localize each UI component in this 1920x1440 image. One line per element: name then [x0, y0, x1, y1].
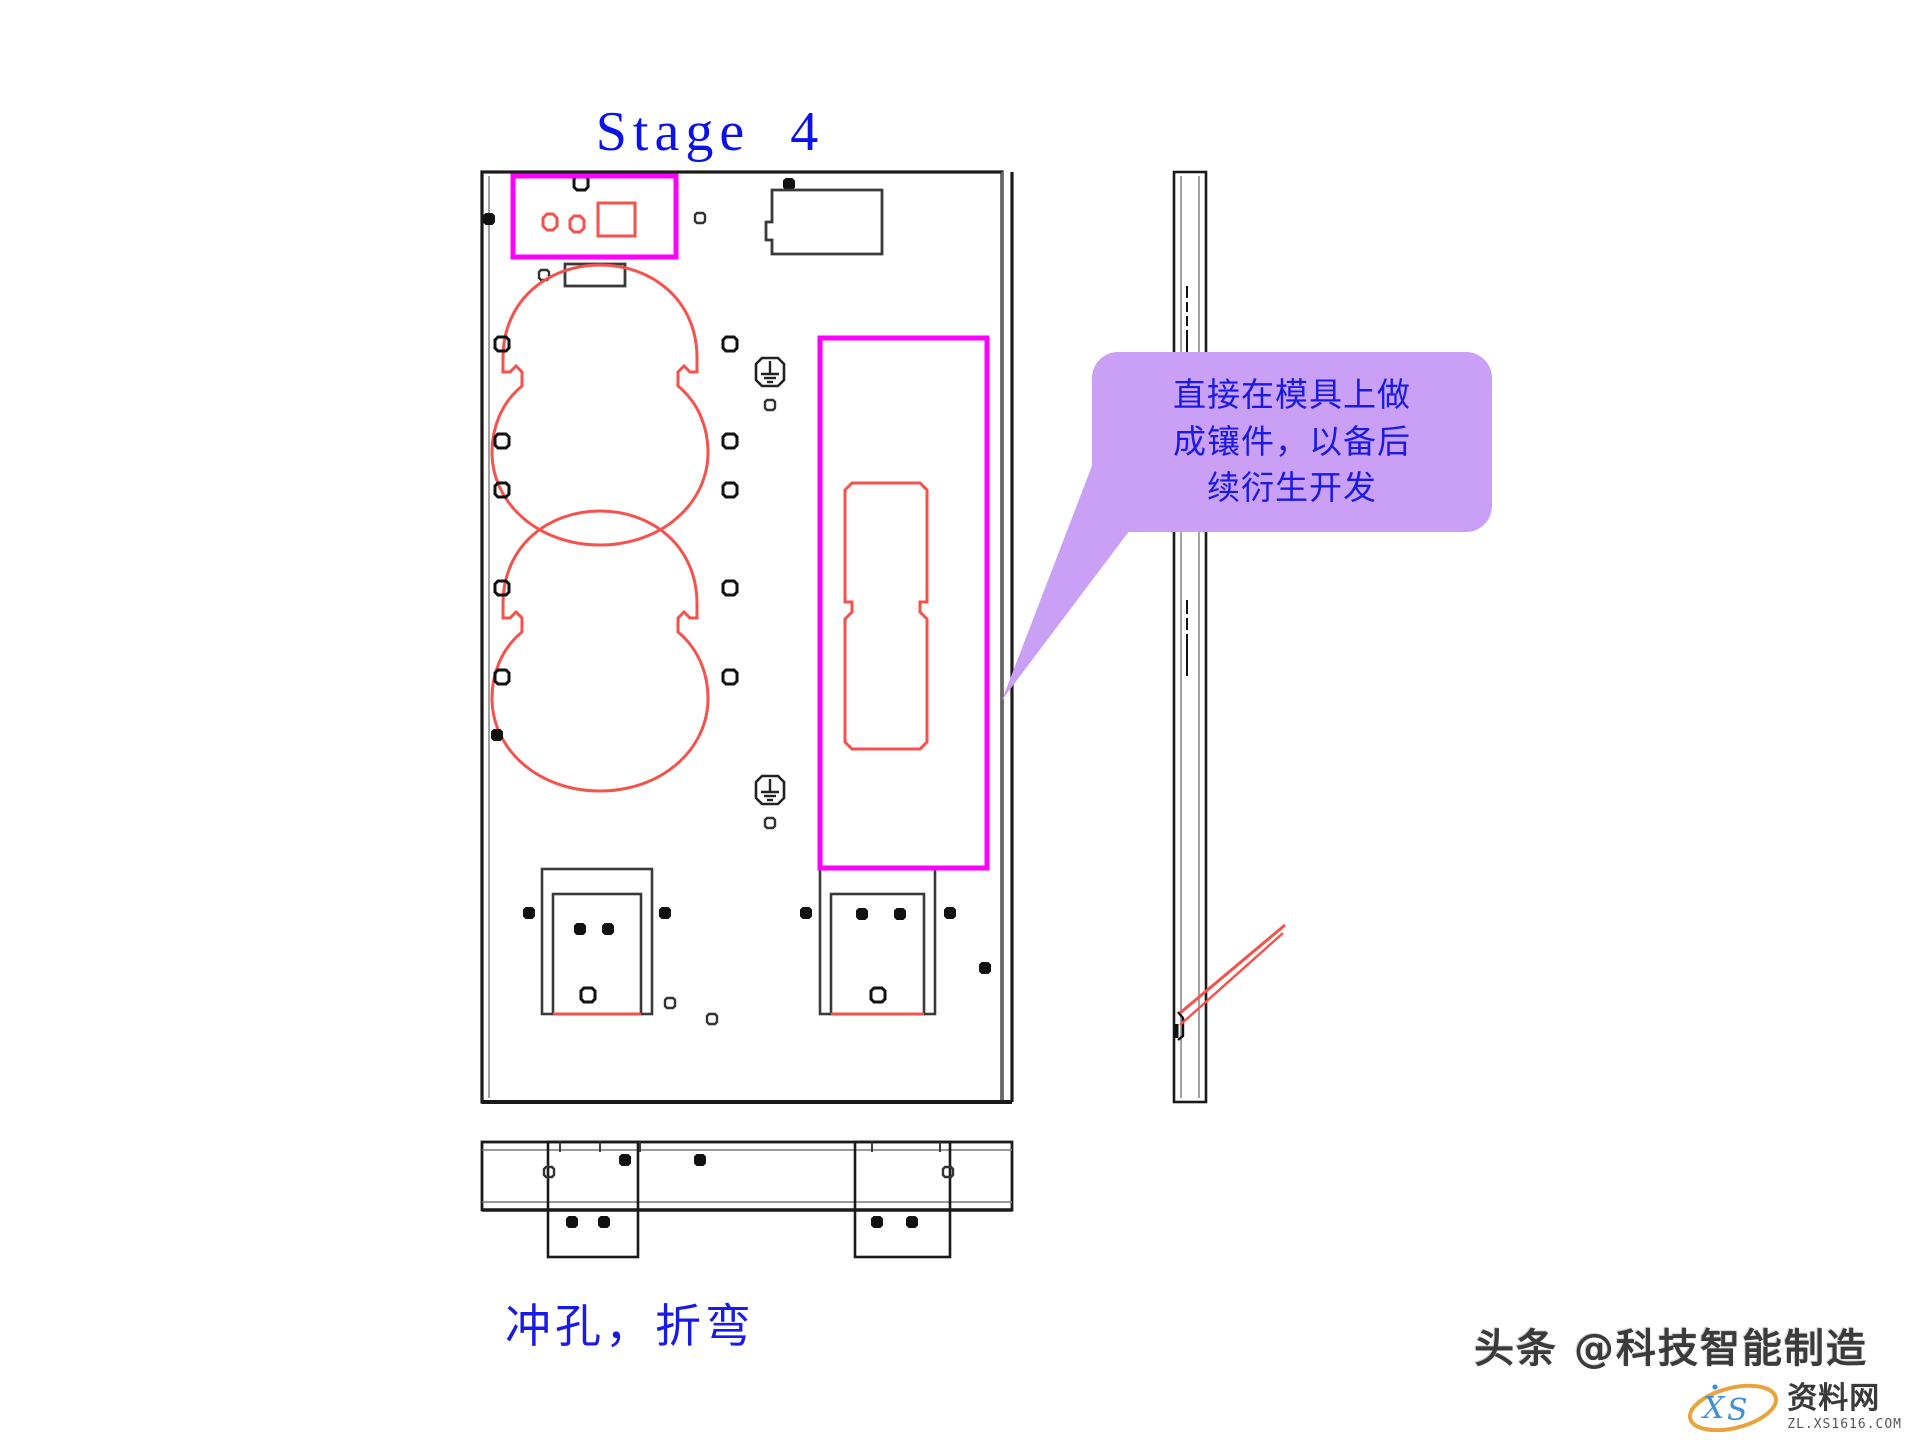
side-bend-leader-2: [1179, 932, 1284, 1026]
insert-highlight-box[interactable]: [817, 335, 990, 871]
hole-mid-5: [721, 668, 739, 686]
bracket-bottom-left: [523, 867, 671, 1016]
svg-text:X: X: [1701, 1391, 1726, 1426]
svg-text:S: S: [1727, 1393, 1748, 1428]
top-left-highlight[interactable]: [510, 173, 679, 260]
page-title: Stage 4: [0, 36, 1920, 228]
side-bend-leader-1: [1179, 923, 1286, 1015]
logo-site-name: 资料网: [1787, 1381, 1881, 1416]
hole-below-ground-lower: [763, 816, 777, 830]
hole-mid-3: [721, 481, 739, 499]
side-profile-outline: [1172, 170, 1208, 1104]
stage-caption: 冲孔，折弯: [505, 1299, 755, 1353]
ground-symbol-lower: [754, 774, 786, 806]
bottom-view-tab-left: [542, 1140, 640, 1259]
edge-hole-tl: [483, 213, 495, 225]
small-hole-a: [541, 212, 559, 232]
fan-cutout-upper: [490, 263, 710, 547]
page-title-text: Stage 4: [595, 101, 825, 163]
hole-top-2: [693, 211, 707, 225]
insert-part-outline: [843, 481, 929, 751]
hole-left-4: [493, 579, 511, 597]
callout-bubble[interactable]: 直接在模具上做 成镶件，以备后 续衍生开发: [1092, 352, 1492, 532]
ground-symbol-upper: [754, 356, 786, 388]
square-cutout: [596, 201, 637, 238]
hole-mid-1: [721, 335, 739, 353]
front-view: [480, 170, 1014, 1104]
hole-bottom-mid-1: [663, 996, 677, 1010]
fan-cutout-lower: [490, 509, 710, 793]
hole-left-5: [493, 668, 511, 686]
hole-mid-4: [721, 579, 739, 597]
hole-top-3: [783, 178, 795, 190]
bracket-top-right: [764, 188, 884, 256]
bottom-view: [480, 1140, 1014, 1259]
bottom-view-tab-right: [853, 1140, 955, 1259]
callout-text: 直接在模具上做 成镶件，以备后 续衍生开发: [1173, 374, 1411, 508]
hole-left-6: [491, 729, 503, 741]
hole-left-2: [493, 432, 511, 450]
bracket-bottom-right: [800, 867, 991, 1016]
toutiao-watermark: 头条 @科技智能制造: [1474, 1326, 1868, 1372]
site-logo-watermark: X S 资料网 ZL.XS1616.COM: [1685, 1378, 1902, 1433]
logo-site-url: ZL.XS1616.COM: [1787, 1417, 1902, 1432]
top-left-feature-group: [541, 201, 637, 238]
hole-below-ground-upper: [763, 398, 777, 412]
xs-logo-icon: X S: [1685, 1378, 1781, 1433]
hole-bottom-mid-2: [705, 1012, 719, 1026]
side-bend-hook: [1177, 1011, 1185, 1041]
small-hole-b: [568, 214, 586, 234]
right-side-view: [1172, 170, 1286, 1104]
bottom-view-outline: [480, 1140, 1014, 1212]
hole-mid-2: [721, 432, 739, 450]
